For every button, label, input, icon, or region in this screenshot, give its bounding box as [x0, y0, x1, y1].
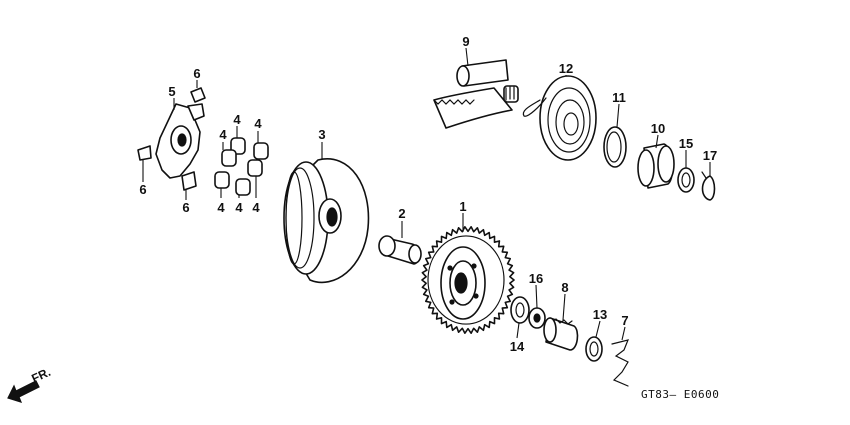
driven-gear-rim [427, 235, 505, 325]
callout-3: 3 [318, 127, 325, 142]
front-direction-label: FR. [29, 365, 52, 386]
callout-labels: 1 2 3 4 4 4 4 4 4 5 6 6 6 7 8 9 10 11 12… [139, 34, 717, 354]
callout-9: 9 [462, 34, 469, 49]
bushing-part [637, 143, 675, 189]
callout-6c: 6 [182, 200, 189, 215]
callout-7: 7 [621, 313, 628, 328]
front-arrow-icon [7, 380, 40, 403]
ramp-plate-part [155, 103, 205, 179]
front-direction-indicator: FR. [7, 365, 53, 403]
callout-11: 11 [612, 90, 626, 105]
driven-gear-hub [440, 246, 486, 320]
callout-13: 13 [593, 307, 607, 322]
pulley-part [283, 158, 370, 284]
callout-2: 2 [398, 206, 405, 221]
kick-spring-part [522, 75, 597, 161]
callout-12: 12 [559, 61, 573, 76]
washer-14-part [510, 296, 530, 324]
callout-4f: 4 [252, 200, 260, 215]
slide-pieces [137, 87, 206, 191]
callout-4c: 4 [219, 127, 227, 142]
diagram-reference-code: GT83— E0600 [641, 388, 719, 401]
washer-13-part [585, 336, 603, 362]
callout-6b: 6 [139, 182, 146, 197]
callout-5: 5 [168, 84, 175, 99]
callout-16: 16 [529, 271, 543, 286]
washer-15-part [677, 167, 695, 193]
callout-4b: 4 [254, 116, 262, 131]
callout-4a: 4 [233, 112, 241, 127]
spring-clip-part [611, 339, 629, 387]
starter-pinion-part [543, 317, 579, 351]
circlip-17-part [701, 171, 716, 201]
callout-14: 14 [510, 339, 525, 354]
spring-guide-part [603, 126, 627, 168]
callout-17: 17 [703, 148, 717, 163]
callout-8: 8 [561, 280, 568, 295]
bushing-16-part [528, 307, 546, 329]
leader-lines [142, 47, 711, 341]
callout-4d: 4 [217, 200, 225, 215]
callout-10: 10 [651, 121, 665, 136]
callout-4e: 4 [235, 200, 243, 215]
weight-rollers [214, 137, 269, 196]
shaft-gear-part [433, 59, 519, 129]
callout-6a: 6 [193, 66, 200, 81]
collar-part [378, 235, 422, 265]
callout-1: 1 [459, 199, 466, 214]
callout-15: 15 [679, 136, 693, 151]
